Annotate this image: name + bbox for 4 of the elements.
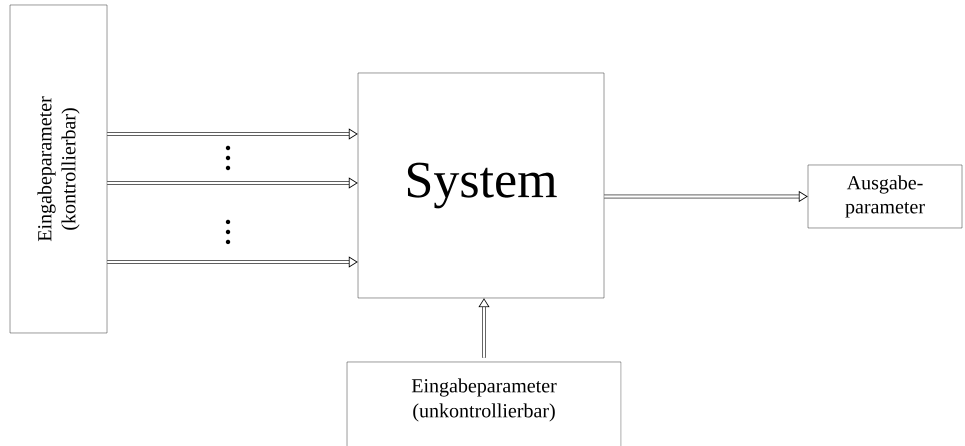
input-box: Eingabeparameter (kontrollierbar)	[10, 4, 108, 334]
input-box: Eingabeparameter (unkontrollierbar)	[346, 362, 622, 446]
system-box: System	[358, 72, 604, 298]
output-box: Ausgabe- parameter	[808, 164, 962, 228]
